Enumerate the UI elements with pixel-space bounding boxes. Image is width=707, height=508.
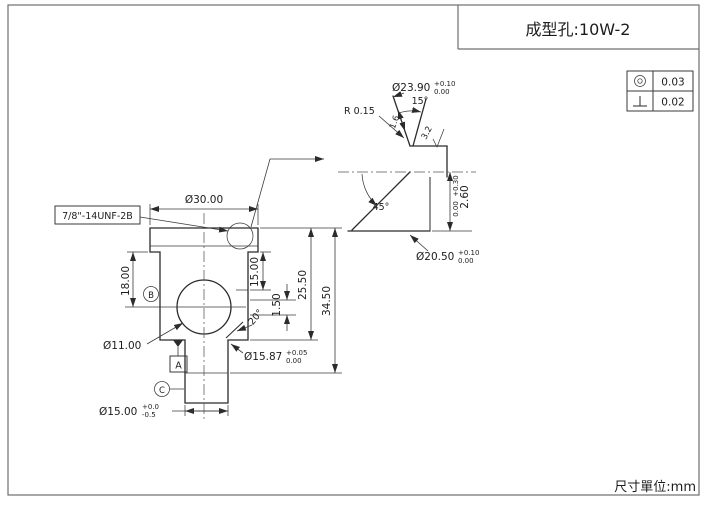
dia-20-5-tol-up: +0.10 (458, 249, 479, 257)
dim-thread-callout: 7/8"-14UNF-2B (54, 205, 254, 250)
concentricity-value: 0.03 (661, 77, 684, 89)
h-2-6-tol-low: 0.00 (452, 201, 460, 217)
dim-h-18: 18.00 (120, 251, 148, 307)
dim-h-1-5: 1.50 (250, 284, 296, 331)
dim-h-15: 15.00 (249, 251, 271, 291)
dia-11-label: Ø11.00 (103, 340, 141, 352)
dia-23-9-tol-up: +0.10 (434, 80, 455, 88)
datum-b-symbol: B (143, 286, 159, 302)
detail-view: Ø23.90 +0.10 0.00 R 0.15 15° 1.6 3.2 45° (338, 80, 479, 265)
thread-callout-label: 7/8"-14UNF-2B (62, 211, 133, 222)
h-34-5-label: 34.50 (321, 286, 333, 316)
dim-angle-20: 20° (236, 307, 266, 332)
datum-a-label: A (175, 361, 182, 372)
roughness-symbol: 3.2 (420, 125, 445, 148)
tolerance-frame-perpendicularity: 0.02 (626, 90, 694, 112)
dim-dia-20-5: Ø20.50 +0.10 0.00 (409, 234, 479, 265)
perpendicularity-value: 0.02 (661, 97, 684, 109)
drawing-frame (7, 4, 700, 496)
dim-dia-15-87: Ø15.87 +0.05 0.00 (230, 343, 307, 365)
dia-30-label: Ø30.00 (185, 194, 223, 206)
dim-dia-23-9: Ø23.90 +0.10 0.00 (392, 80, 455, 98)
dim-h-34-5: 34.50 (321, 228, 338, 373)
h-25-5-label: 25.50 (297, 270, 309, 300)
h-1-5-label: 1.50 (271, 293, 283, 316)
perpendicularity-icon (633, 96, 647, 107)
land-1-6-label: 1.6 (388, 114, 402, 130)
concentricity-icon (634, 75, 646, 87)
dia-20-5-label: Ø20.50 (416, 251, 454, 263)
dim-h-25-5: 25.50 (297, 228, 314, 340)
detail-view-leader (250, 156, 324, 228)
dim-h-2-6: 2.60 +0.30 0.00 (432, 172, 472, 232)
chamfer-line (225, 321, 244, 339)
dia-15-00-tol-up: +0.0 (142, 403, 159, 411)
dim-dia-11: Ø11.00 (103, 322, 184, 352)
h-2-6-tol-up: +0.30 (452, 175, 460, 196)
dim-dia-15-00: Ø15.00 +0.0 -0.5 (99, 403, 229, 419)
datum-c-label: C (159, 386, 165, 396)
h-18-label: 18.00 (120, 266, 132, 296)
dia-15-87-label: Ø15.87 (244, 351, 282, 363)
angle-20-label: 20° (246, 307, 265, 327)
dim-angle-45: 45° (361, 173, 390, 213)
title-block: 成型孔:10W-2 (457, 5, 699, 50)
radius-label: R 0.15 (344, 106, 375, 117)
datum-b-label: B (148, 291, 154, 301)
front-view: 7/8"-14UNF-2B Ø30.00 18.00 15.00 (54, 156, 342, 421)
h-2-6-label: 2.60 (459, 185, 471, 208)
dia-23-9-tol-low: 0.00 (434, 88, 450, 96)
dia-20-5-tol-low: 0.00 (458, 257, 474, 265)
h-15-label: 15.00 (249, 257, 261, 287)
dia-15-87-tol-up: +0.05 (286, 349, 307, 357)
angle-15-label: 15° (412, 96, 429, 107)
dim-land-1-6: 1.6 (388, 109, 406, 132)
dim-angle-15: 15° (398, 96, 429, 114)
angle-45-label: 45° (373, 202, 390, 213)
center-lines (125, 213, 246, 421)
roughness-label: 3.2 (420, 125, 435, 142)
dia-15-00-label: Ø15.00 (99, 406, 137, 418)
thread-detail-circle (226, 222, 254, 250)
dia-15-87-tol-low: 0.00 (286, 357, 302, 365)
dia-23-9-label: Ø23.90 (392, 82, 430, 94)
roughness-check-icon (432, 128, 445, 148)
dim-radius-0-15: R 0.15 (344, 106, 405, 139)
datum-c-symbol: C (154, 381, 184, 397)
datum-a-symbol: A (169, 340, 188, 373)
part-title: 成型孔:10W-2 (526, 20, 631, 39)
dim-dia-30: Ø30.00 (149, 194, 259, 225)
dia-15-00-tol-low: -0.5 (142, 411, 156, 419)
tolerance-frame-concentricity: 0.03 (626, 70, 694, 92)
units-label: 尺寸單位:mm (614, 480, 696, 495)
